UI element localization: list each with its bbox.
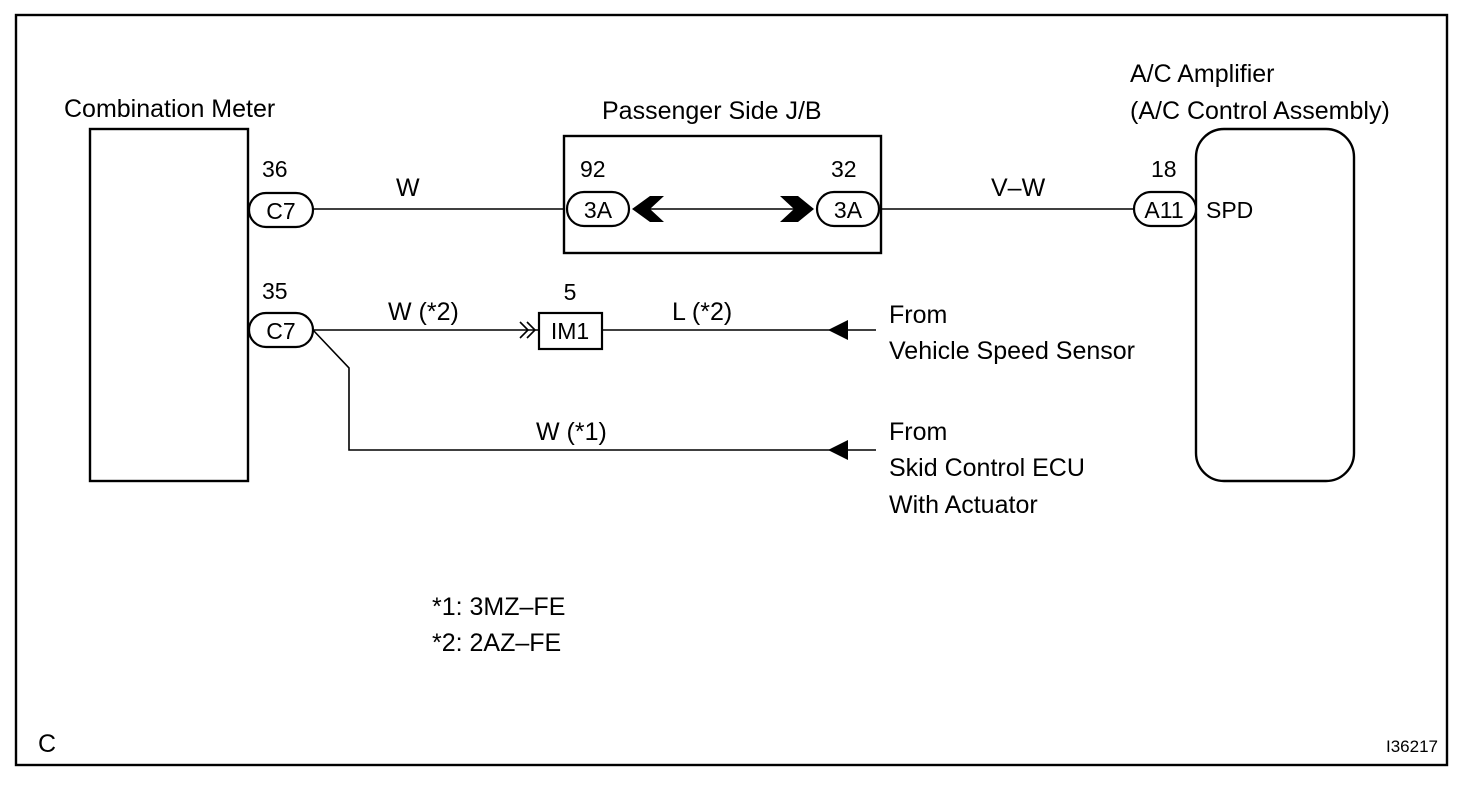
jb-connector-3a-32-code: 3A [834, 197, 863, 223]
amp-connector-a11-code: A11 [1144, 197, 1183, 223]
ac-amplifier-box [1194, 127, 1356, 483]
diagram-frame [14, 13, 1449, 767]
ac-amplifier-label-line1: A/C Amplifier [1130, 60, 1274, 88]
amp-connector-a11 [1132, 190, 1198, 228]
jb-right-connector-symbol [780, 196, 814, 222]
figure-label: C [38, 730, 56, 758]
junction-block-label: Passenger Side J/B [602, 97, 822, 125]
skid-ecu-source-line2: Skid Control ECU [889, 454, 1085, 482]
ac-amplifier-label-line2: (A/C Control Assembly) [1130, 97, 1390, 125]
jb-pin-32-number: 32 [831, 156, 857, 182]
im1-pin-5-number: 5 [564, 279, 577, 305]
im1-connector [537, 311, 604, 351]
meter-pin-36-number: 36 [262, 156, 288, 182]
im1-plug-symbol-outer [519, 321, 530, 339]
im1-connector-code: IM1 [551, 318, 589, 344]
im1-plug-symbol-inner [526, 321, 537, 339]
jb-connector-3a-92 [565, 190, 631, 228]
meter-connector-c7-36-code: C7 [266, 198, 295, 224]
combination-meter-box [88, 127, 250, 483]
skid-ecu-source-line1: From [889, 418, 947, 446]
skid-ecu-arrow-icon [828, 440, 848, 460]
wire-meter-to-skid-ecu [312, 329, 876, 451]
speed-sensor-source-line1: From [889, 301, 947, 329]
jb-left-connector-symbol [632, 196, 664, 222]
wire-jb-to-amplifier-label: V–W [991, 174, 1046, 202]
jb-pin-92-number: 92 [580, 156, 606, 182]
wire-meter-to-jb-label: W [396, 174, 420, 202]
meter-connector-c7-36 [247, 191, 315, 229]
wire-im1-to-speed-sensor-label: L (*2) [672, 298, 732, 326]
speed-sensor-arrow-icon [828, 320, 848, 340]
jb-connector-3a-92-code: 3A [584, 197, 613, 223]
wire-meter-to-skid-ecu-label: W (*1) [536, 418, 607, 446]
wire-meter-to-im1-label: W (*2) [388, 298, 459, 326]
speed-sensor-source-line2: Vehicle Speed Sensor [889, 337, 1135, 365]
note-2: *2: 2AZ–FE [432, 629, 561, 657]
note-1: *1: 3MZ–FE [432, 593, 565, 621]
meter-pin-35-number: 35 [262, 278, 288, 304]
amp-terminal-spd: SPD [1206, 197, 1253, 223]
meter-connector-c7-35-code: C7 [266, 318, 295, 344]
combination-meter-label: Combination Meter [64, 95, 275, 123]
skid-ecu-source-line3: With Actuator [889, 491, 1038, 519]
amp-pin-18-number: 18 [1151, 156, 1177, 182]
figure-id: I36217 [1386, 737, 1438, 756]
